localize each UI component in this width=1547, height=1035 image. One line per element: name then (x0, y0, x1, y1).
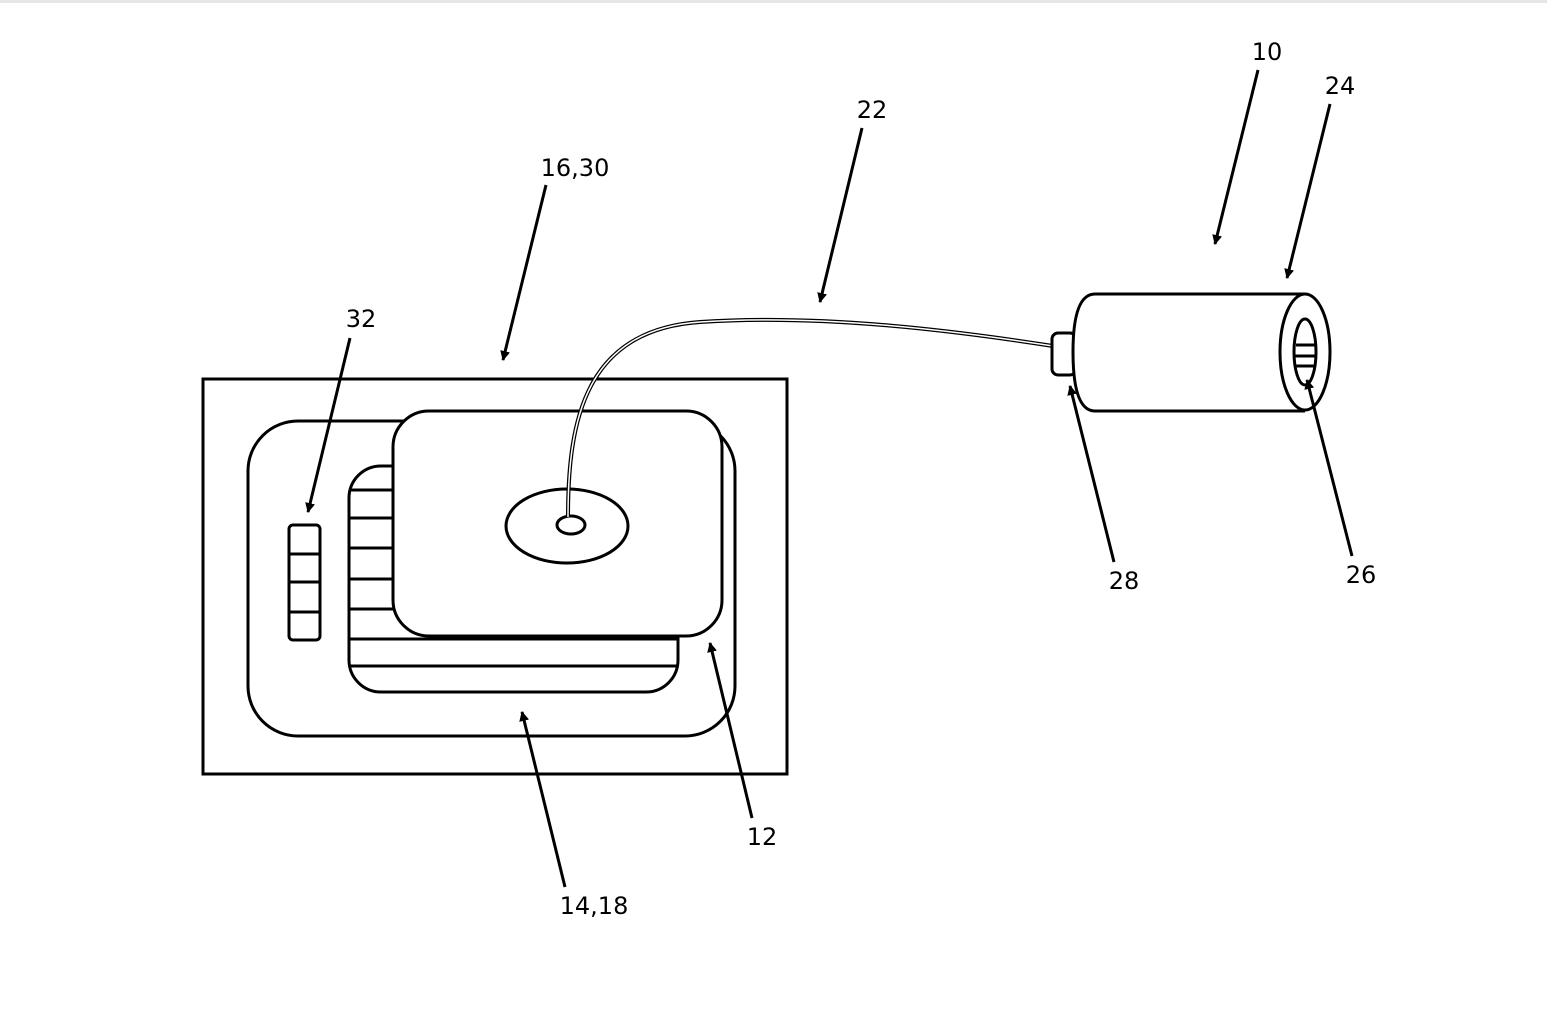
cylinder (1071, 292, 1332, 413)
arrow-10 (1212, 69, 1260, 245)
label-26: 26 (1346, 561, 1377, 589)
label-10: 10 (1252, 38, 1283, 66)
label-28: 28 (1109, 567, 1140, 595)
label-16-30: 16,30 (541, 154, 610, 182)
arrow-12 (707, 642, 754, 819)
label-32: 32 (346, 305, 377, 333)
arrow-22 (817, 127, 864, 303)
cable-port (555, 514, 587, 536)
cable (566, 317, 1054, 518)
arrow-32 (305, 337, 352, 513)
label-14-18: 14,18 (560, 892, 629, 920)
arrow-28 (1067, 385, 1116, 563)
arrow-26 (1304, 379, 1354, 557)
arrow-24 (1284, 103, 1332, 279)
indicator-bar (287, 523, 322, 642)
label-12: 12 (747, 823, 778, 851)
arrow-14-18 (519, 711, 567, 888)
top-border (0, 0, 1547, 3)
label-24: 24 (1325, 72, 1356, 100)
label-22: 22 (857, 96, 888, 124)
leader-arrows (305, 69, 1354, 888)
arrow-16-30 (500, 184, 548, 361)
housing-frame (201, 377, 789, 776)
